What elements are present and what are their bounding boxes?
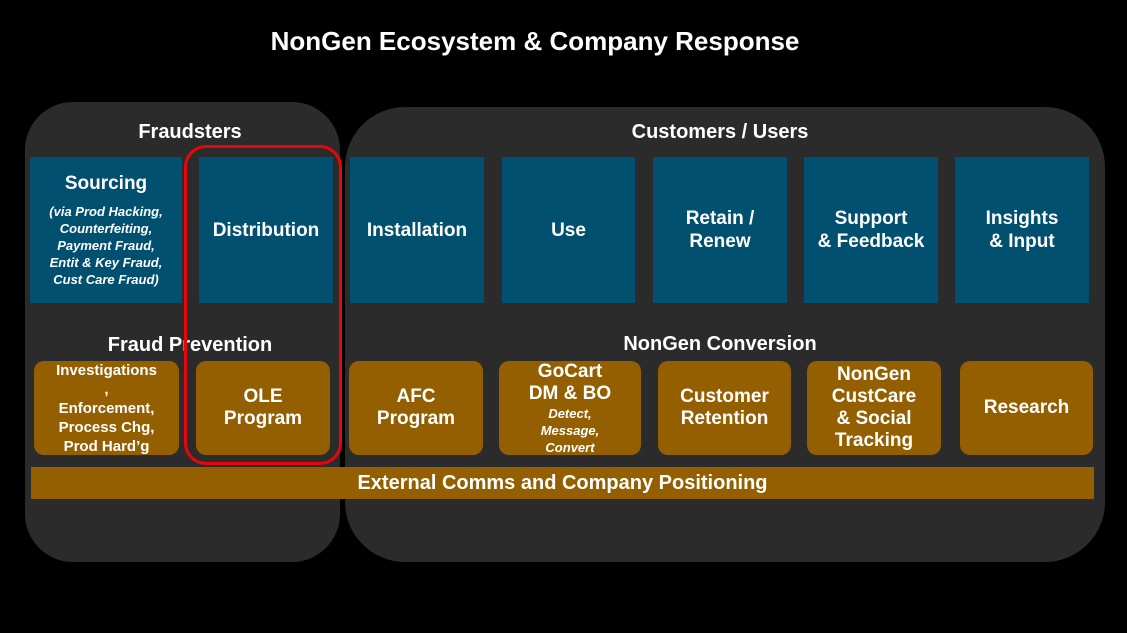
program-label-line: CustCare: [831, 386, 917, 407]
program-label-line: Tracking: [834, 430, 914, 451]
stage-label-line: Retain /: [685, 208, 755, 229]
stage-retain-renew: Retain / Renew: [653, 157, 787, 303]
program-label-line: Enforcement,: [58, 399, 155, 417]
program-gocart: GoCart DM & BO Detect, Message, Convert: [499, 361, 641, 455]
program-label-line: Prod Hard’g: [63, 437, 150, 455]
stage-sourcing: Sourcing (via Prod Hacking, Counterfeiti…: [30, 157, 182, 303]
sourcing-detail-line: Payment Fraud,: [57, 238, 155, 253]
stage-sourcing-label: Sourcing: [64, 173, 148, 194]
program-label-line: & Social: [836, 408, 912, 429]
stage-label-line: Insights: [985, 208, 1059, 229]
external-comms-bar: External Comms and Company Positioning: [31, 467, 1094, 499]
stage-label-line: & Input: [989, 231, 1055, 252]
stage-use: Use: [502, 157, 635, 303]
stage-sourcing-detail: (via Prod Hacking, Counterfeiting, Payme…: [49, 203, 162, 288]
program-ole: OLE Program: [196, 361, 330, 455]
program-afc: AFC Program: [349, 361, 483, 455]
program-label-line: Program: [223, 408, 303, 429]
gocart-detail-line: Detect,: [548, 405, 592, 421]
program-label-line: DM & BO: [528, 382, 612, 404]
program-label-line: NonGen: [837, 364, 911, 385]
program-label-line: GoCart: [537, 360, 603, 382]
stage-insights-input: Insights & Input: [955, 157, 1089, 303]
program-label-line: Investigations: [56, 361, 157, 379]
stage-support-feedback: Support & Feedback: [804, 157, 938, 303]
sourcing-detail-line: Cust Care Fraud): [53, 272, 159, 287]
program-investigations: Investigations , Enforcement, Process Ch…: [34, 361, 179, 455]
stage-distribution: Distribution: [199, 157, 333, 303]
fraud-prevention-heading: Fraud Prevention: [107, 334, 273, 356]
program-label-line: Customer: [680, 386, 769, 407]
distribution-highlight: [184, 145, 342, 465]
page-title: NonGen Ecosystem & Company Response: [270, 26, 800, 56]
stage-label-line: Support: [834, 208, 908, 229]
program-custcare-social: NonGen CustCare & Social Tracking: [807, 361, 941, 455]
program-customer-retention: Customer Retention: [658, 361, 791, 455]
sourcing-detail-line: Counterfeiting,: [59, 221, 153, 236]
sourcing-detail-line: Entit & Key Fraud,: [49, 255, 163, 270]
program-label-line: Program: [376, 408, 456, 429]
stage-label-line: Renew: [689, 231, 751, 252]
program-label-line: ,: [104, 380, 109, 398]
sourcing-detail-line: (via Prod Hacking,: [49, 204, 163, 219]
customers-heading: Customers / Users: [631, 121, 809, 143]
gocart-detail: Detect, Message, Convert: [541, 405, 600, 456]
program-label-line: OLE: [243, 386, 283, 407]
program-label-line: AFC: [396, 386, 436, 407]
conversion-heading: NonGen Conversion: [623, 333, 817, 355]
fraudsters-heading: Fraudsters: [138, 121, 242, 143]
gocart-detail-line: Convert: [545, 439, 595, 455]
program-label-line: Retention: [680, 408, 769, 429]
program-research: Research: [960, 361, 1093, 455]
program-label-line: Process Chg,: [58, 418, 155, 436]
stage-installation: Installation: [350, 157, 484, 303]
stage-label-line: & Feedback: [817, 231, 925, 252]
gocart-detail-line: Message,: [540, 422, 600, 438]
